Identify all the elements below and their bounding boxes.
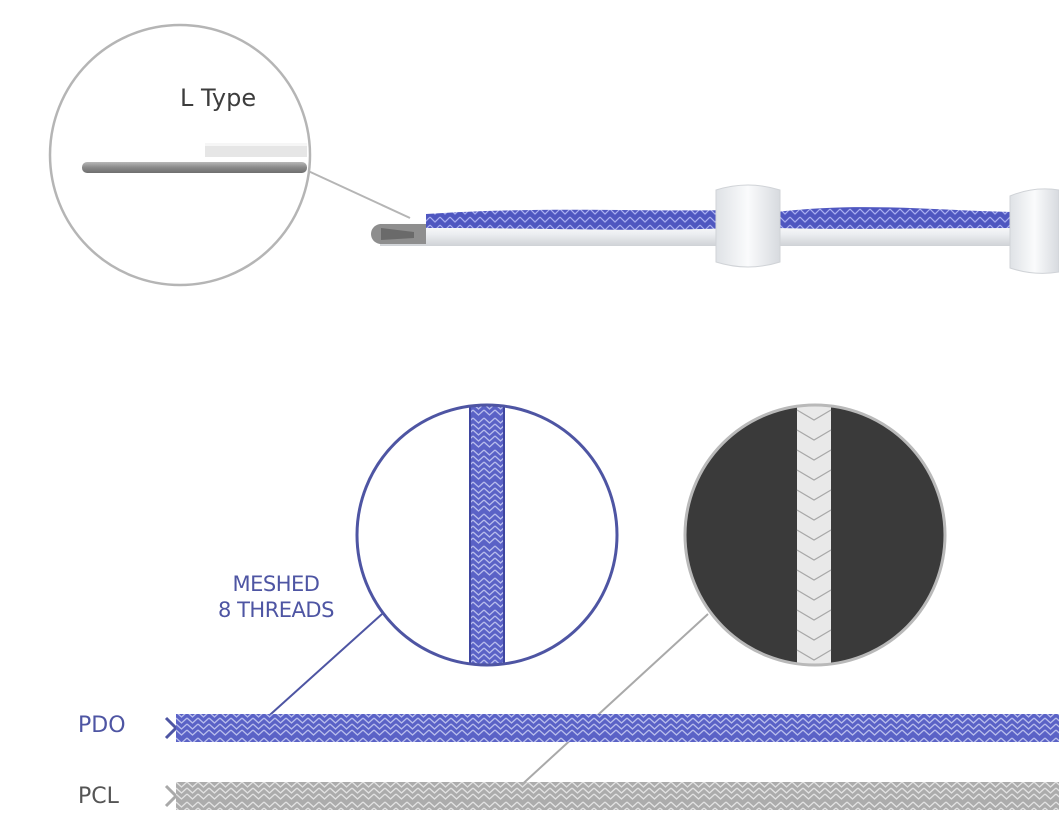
pdo-label: PDO <box>78 713 126 738</box>
pdo-braid-closeup <box>470 405 504 665</box>
pdo-thread-segment <box>426 209 730 230</box>
pdo-thread <box>164 714 1059 742</box>
meshed-threads-label: MESHED 8 THREADS <box>210 571 342 623</box>
pdo-thread-braid <box>176 714 1059 742</box>
meshed-label-line1: MESHED <box>232 572 320 596</box>
pdo-magnifier <box>355 403 619 667</box>
pdo-pointer-line <box>261 613 383 723</box>
pcl-thread <box>164 782 1059 810</box>
pcl-braid-closeup <box>797 405 831 665</box>
l-type-magnifier <box>48 23 411 287</box>
pdo-thread-segment <box>776 207 1012 229</box>
fixing-ring <box>715 184 781 268</box>
magnifier-circle <box>48 23 312 287</box>
pdo-thread-end <box>164 716 179 740</box>
needle-assembly <box>371 184 1059 274</box>
meshed-label-line2: 8 THREADS <box>218 598 334 622</box>
fixing-ring <box>1009 188 1059 274</box>
needle-tip <box>82 162 307 173</box>
pcl-thread-end <box>164 784 179 808</box>
pcl-magnifier <box>683 403 947 667</box>
pcl-label: PCL <box>78 784 119 809</box>
cannula-tip <box>205 143 307 157</box>
magnifier-pointer-line <box>305 169 411 219</box>
pcl-thread-braid <box>176 782 1059 810</box>
pcl-pointer-line <box>515 613 709 791</box>
